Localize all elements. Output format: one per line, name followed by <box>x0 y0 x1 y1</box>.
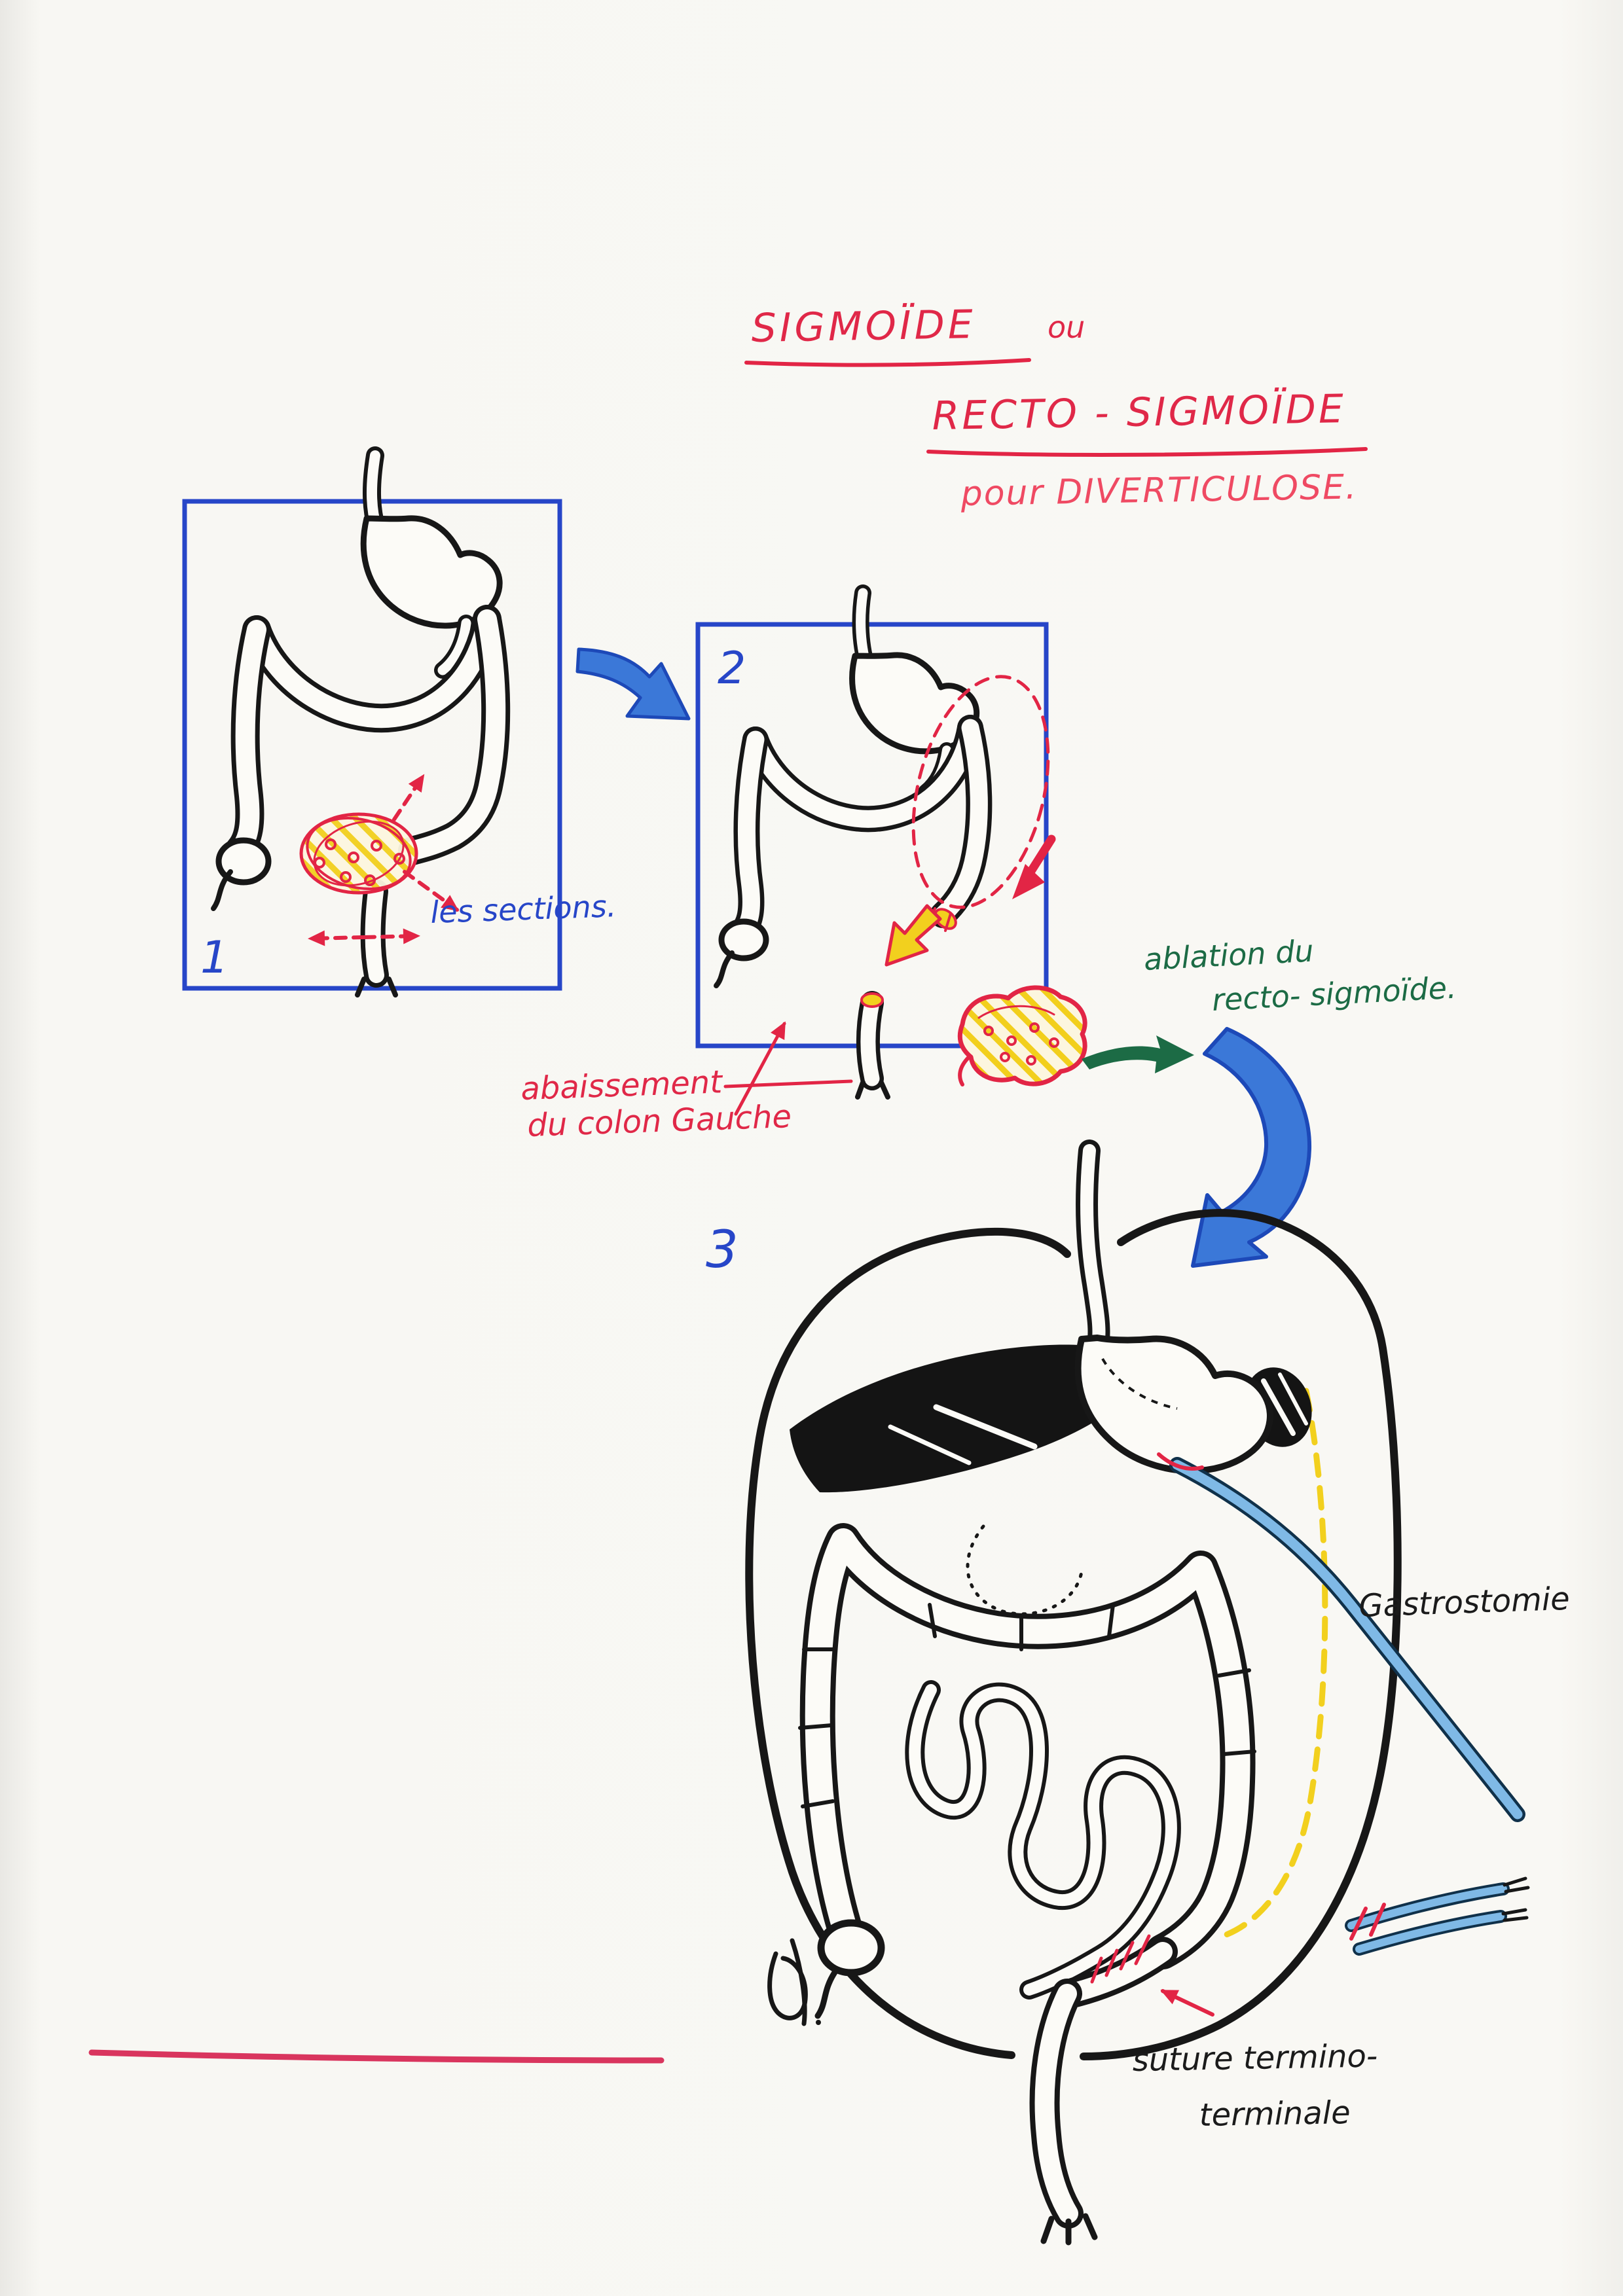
cecum-2 <box>718 918 769 961</box>
anus-marks-3 <box>1040 2213 1098 2246</box>
stomach-dashed-curve <box>1101 1357 1178 1410</box>
cecum-3 <box>817 1919 885 1977</box>
bottom-red-rule <box>88 2049 665 2064</box>
anastomosis-suture-marks <box>1090 1934 1151 1984</box>
appendix-1 <box>211 869 233 911</box>
ablation-line2: recto- sigmoïde. <box>1211 970 1457 1018</box>
caption-rule <box>723 1079 853 1088</box>
panel-2-number: 2 <box>718 643 746 694</box>
tube-frayed-ends <box>1501 1876 1530 1922</box>
suture-label-line1: suture termino- <box>1132 2037 1377 2079</box>
mobilization-dashed-loop <box>911 675 1050 909</box>
abaissement-caption: abaissement du colon Gauche <box>520 1021 853 1144</box>
diverticula-dots <box>314 838 405 886</box>
signature-squiggle <box>767 1938 821 2026</box>
colon-drawing-3 <box>798 1541 1256 2019</box>
title-line3: pour DIVERTICULOSE. <box>960 467 1358 514</box>
ablation-line1: ablation du <box>1143 933 1315 977</box>
gastrostomy-entry-mark <box>1157 1452 1204 1471</box>
suture-pointer-arrow-icon <box>1160 1989 1214 2017</box>
arrow-step2-to-step3-icon <box>1191 1027 1312 1268</box>
title-underline-2 <box>926 447 1368 457</box>
colon-drawing-1 <box>211 456 503 997</box>
title-block: SIGMOÏDE ou RECTO - SIGMOÏDE pour DIVERT… <box>744 301 1368 514</box>
bowel-end-tubes <box>1349 1876 1530 1949</box>
panel-2: 2 <box>695 593 1056 1100</box>
section-arrows-icon <box>308 774 460 946</box>
abaissement-line1: abaissement <box>520 1064 724 1107</box>
stomach-drawing-1 <box>360 515 503 629</box>
yellow-arrow-icon <box>884 904 942 967</box>
panel-3-number: 3 <box>706 1221 739 1280</box>
green-arrow-icon <box>1082 1035 1194 1073</box>
panel-1-number: 1 <box>200 932 228 984</box>
excised-specimen <box>957 985 1087 1086</box>
red-pointer-arrow-icon <box>734 1021 786 1116</box>
panel-3: 3 <box>706 1151 1571 2246</box>
anus-marks-1 <box>355 977 398 997</box>
title-line1: SIGMOÏDE <box>751 301 976 351</box>
yellow-dashed-route <box>1220 1388 1328 1939</box>
suture-label-line2: terminale <box>1199 2094 1351 2134</box>
arrow-step1-to-step2-icon <box>575 647 691 721</box>
title-underline-1 <box>744 358 1031 367</box>
title-line2: RECTO - SIGMOÏDE <box>932 386 1346 439</box>
abdomen-drawing <box>745 1151 1530 2246</box>
liver-vessel-highlight <box>933 1404 1038 1450</box>
gastrostomy-tube <box>1157 1452 1518 1814</box>
red-arrow-down-icon <box>1012 834 1056 899</box>
abdomen-outline-right <box>1080 1209 1402 2060</box>
cut-end-rectal-stump <box>860 992 884 1008</box>
stomach-drawing-2 <box>849 652 980 755</box>
haustra-ticks <box>798 1603 1256 1808</box>
panel-1: 1 <box>182 456 617 997</box>
panel-1-caption: les sections. <box>429 888 617 930</box>
stomach-drawing-3 <box>1074 1335 1273 1475</box>
specimen-diverticula-dots <box>983 1022 1059 1066</box>
appendix-2 <box>714 950 735 988</box>
duodenum-dotted <box>966 1524 1084 1616</box>
liver-vessel-highlight-2 <box>888 1424 972 1465</box>
suture-caption: suture termino- terminale <box>1132 1989 1378 2134</box>
anus-marks-2 <box>855 1080 890 1100</box>
colon-drawing-2 <box>714 593 980 1100</box>
gastrostomy-label: Gastrostomie <box>1358 1581 1570 1624</box>
diseased-sigmoid-mass <box>299 812 418 895</box>
tube-red-marks <box>1349 1903 1386 1941</box>
appendix-3 <box>814 1968 839 2019</box>
ablation-caption: ablation du recto- sigmoïde. <box>1143 933 1457 1018</box>
title-line1-suffix: ou <box>1048 310 1085 345</box>
